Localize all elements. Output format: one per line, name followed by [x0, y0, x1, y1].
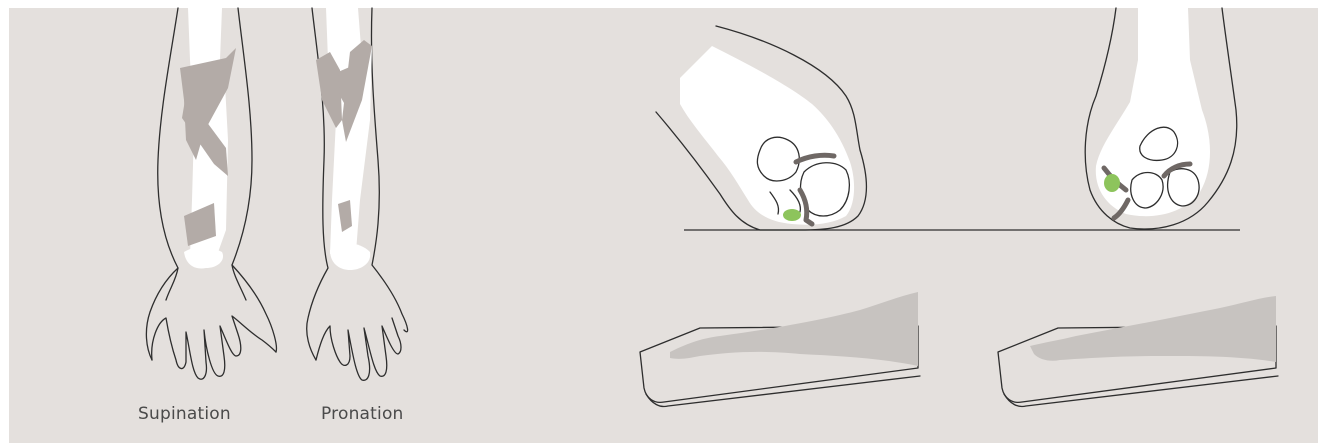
elbow-ap-view [1085, 8, 1237, 229]
highlight-marker-lateral [783, 209, 801, 221]
arm-on-table-left [640, 292, 920, 407]
forearm-pronation [307, 8, 408, 380]
highlight-marker-ap [1104, 174, 1120, 192]
arm-on-table-right [998, 296, 1278, 407]
forearm-supination [146, 8, 276, 379]
caption-pronation: Pronation [321, 404, 404, 424]
elbow-lateral-view [656, 26, 867, 230]
caption-supination: Supination [138, 404, 231, 424]
